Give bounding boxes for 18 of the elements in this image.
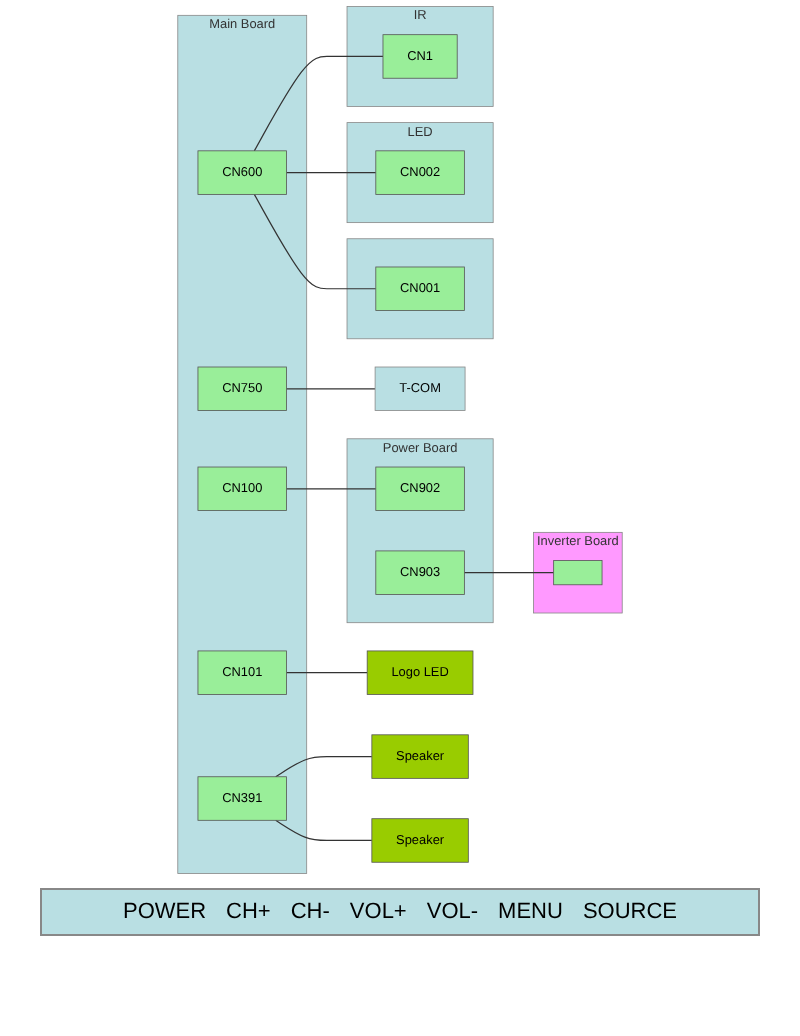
connector — [253, 55, 384, 152]
button-label: CH+ — [224, 898, 273, 926]
cluster — [346, 238, 494, 340]
button-label: SOURCE — [580, 898, 679, 926]
button-label: POWER — [120, 898, 209, 926]
connector — [285, 172, 377, 174]
connector — [463, 572, 555, 574]
connector — [253, 193, 377, 290]
connector — [285, 672, 368, 674]
node-box — [553, 560, 603, 586]
connector — [285, 388, 376, 390]
connector — [275, 756, 373, 778]
button-label: VOL- — [424, 898, 481, 926]
connector — [285, 488, 377, 490]
button-label: VOL+ — [347, 898, 409, 926]
button-label: CH- — [288, 898, 332, 926]
connector — [275, 819, 373, 842]
button-label: MENU — [496, 898, 565, 926]
